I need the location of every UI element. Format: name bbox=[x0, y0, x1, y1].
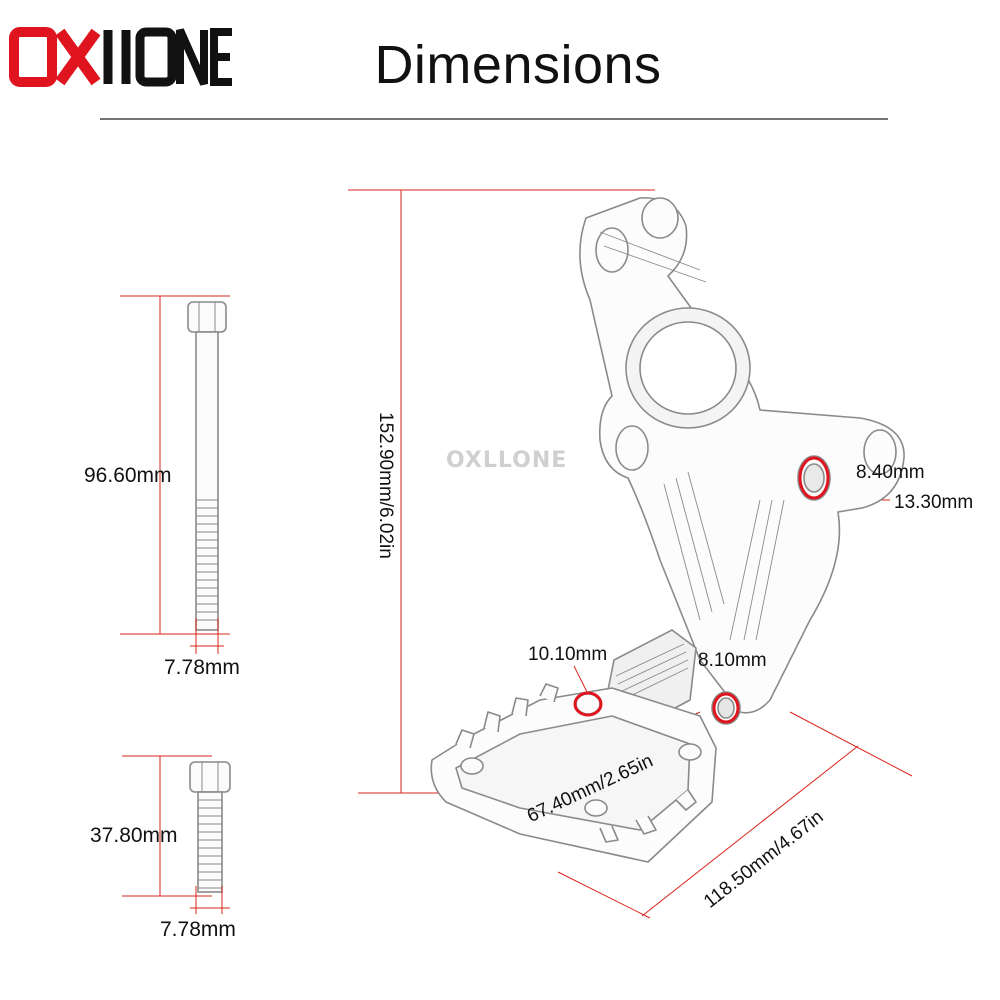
bracket-part bbox=[430, 197, 905, 863]
short-bolt-dimension-lines bbox=[122, 755, 230, 914]
short-bolt bbox=[189, 761, 231, 893]
watermark-text: OXLLONE bbox=[446, 448, 568, 473]
long-bolt-dimension-lines bbox=[120, 295, 230, 654]
pivot-hole-diameter-label: 8.10mm bbox=[698, 650, 767, 671]
bracket-height-label: 152.90mm/6.02in bbox=[375, 412, 396, 559]
hole-inner-diameter-label: 8.40mm bbox=[856, 462, 925, 483]
peg-hole-diameter-label: 10.10mm bbox=[528, 644, 608, 665]
hole-marker-peg bbox=[573, 691, 603, 717]
long-bolt-diameter-label: 7.78mm bbox=[164, 656, 240, 679]
brand-logo bbox=[9, 27, 232, 87]
hole-markers bbox=[573, 456, 830, 724]
page-title: Dimensions bbox=[374, 35, 662, 95]
long-bolt-length-label: 96.60mm bbox=[84, 464, 172, 487]
long-bolt bbox=[187, 301, 227, 631]
hole-marker-upper bbox=[798, 456, 830, 500]
short-bolt-length-label: 37.80mm bbox=[90, 824, 178, 847]
hole-outer-diameter-label: 13.30mm bbox=[894, 492, 974, 513]
short-bolt-diameter-label: 7.78mm bbox=[160, 918, 236, 941]
hole-marker-pivot bbox=[712, 692, 740, 724]
